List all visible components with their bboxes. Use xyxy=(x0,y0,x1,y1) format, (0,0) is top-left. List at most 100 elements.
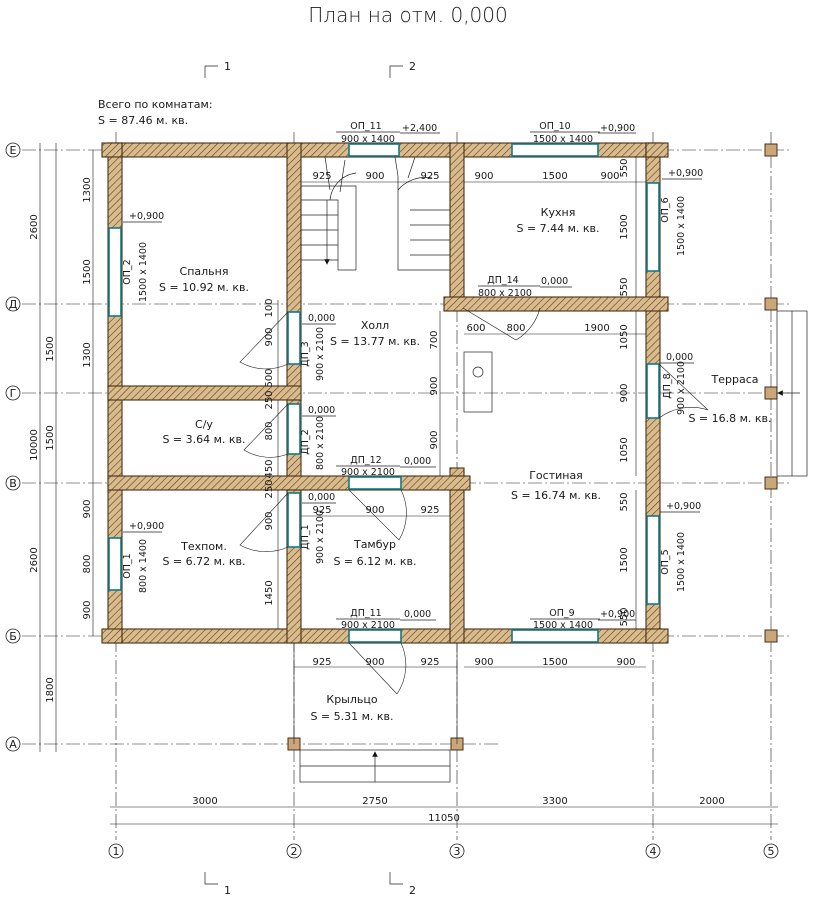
opening-size-dp2: 800 х 2100 xyxy=(315,416,326,470)
plan-title: План на отм. 0,000 xyxy=(308,3,507,27)
window-glazing xyxy=(108,143,660,643)
dim-hall-wall-3: 900 xyxy=(429,430,440,449)
opening-level-op2: +0,900 xyxy=(129,211,164,222)
dim-tambur-3: 925 xyxy=(420,505,439,516)
opening-mark-dp11: ДП_11 xyxy=(350,608,381,619)
dimension-lines xyxy=(39,143,778,825)
opening-mark-op11-top: ОП_11 xyxy=(350,121,381,132)
summary-label: Всего по комнатам: xyxy=(98,98,213,111)
axis-label-2: 2 xyxy=(291,845,298,858)
dim-door-wc-2: 800 xyxy=(264,421,275,440)
dim-stair-3: 925 xyxy=(420,171,439,182)
section-mark-2-bottom: 2 xyxy=(409,884,416,897)
dim-left-outer-3: 1500 xyxy=(45,425,56,450)
dim-kitchen-right-1: 550 xyxy=(619,158,630,177)
dim-left-inner-1: 1300 xyxy=(82,177,93,202)
opening-level-dp14: 0,000 xyxy=(541,276,568,287)
dim-left-inner-6: 900 xyxy=(82,600,93,619)
dimension-text: 3000 2750 3300 2000 11050 2600 1500 1500… xyxy=(29,158,725,824)
dim-hall-wall-1: 700 xyxy=(429,330,440,349)
axis-label-v: В xyxy=(9,477,17,490)
opening-mark-dp1: ДП_1 xyxy=(300,524,311,549)
opening-size-op5: 1500 х 1400 xyxy=(676,532,687,592)
dim-kitchen-top-1: 900 xyxy=(474,171,493,182)
dim-tambur-1: 925 xyxy=(312,505,331,516)
dim-left-inner-4: 900 xyxy=(82,499,93,518)
dim-living-right-lower-1: 550 xyxy=(619,492,630,511)
room-name-living: Гостиная xyxy=(529,469,583,482)
dim-left-outer-5: 1800 xyxy=(45,677,56,702)
room-name-tech: Техпом. xyxy=(180,540,227,553)
dim-stair-2: 900 xyxy=(365,171,384,182)
dim-door-tambur-2: 900 xyxy=(264,511,275,530)
summary-value: S = 87.46 м. кв. xyxy=(98,114,188,127)
opening-mark-op2: ОП_2 xyxy=(122,259,133,284)
dim-hall-under-kitchen-3: 1900 xyxy=(584,323,609,334)
dim-bottom-total: 11050 xyxy=(428,813,460,824)
dim-door-tambur-1: 250 xyxy=(264,479,275,498)
opening-mark-op1: ОП_1 xyxy=(122,553,133,578)
section-marks: 1 2 1 2 xyxy=(204,60,416,897)
room-area-porch: S = 5.31 м. кв. xyxy=(310,710,393,723)
steps xyxy=(299,310,808,783)
opening-level-op9: +0,900 xyxy=(600,609,635,620)
opening-mark-dp2: ДП_2 xyxy=(300,429,311,454)
room-name-vestibule: Тамбур xyxy=(353,538,396,551)
dim-left-outer-4: 2600 xyxy=(29,547,40,572)
room-area-vestibule: S = 6.12 м. кв. xyxy=(333,555,416,568)
dim-living-bottom-3: 900 xyxy=(616,657,635,668)
dim-stair-1: 925 xyxy=(312,171,331,182)
room-name-bedroom: Спальня xyxy=(180,265,229,278)
axis-label-1: 1 xyxy=(113,845,120,858)
stair xyxy=(301,156,450,271)
dim-kitchen-top-2: 1500 xyxy=(542,171,567,182)
room-labels: Спальня S = 10.92 м. кв. Холл S = 13.77 … xyxy=(159,206,772,723)
axis-label-4: 4 xyxy=(650,845,657,858)
opening-size-dp11: 900 х 2100 xyxy=(341,620,395,631)
dim-porch-3: 925 xyxy=(420,657,439,668)
dim-kitchen-top-3: 900 xyxy=(600,171,619,182)
room-name-porch: Крыльцо xyxy=(326,693,377,706)
room-name-terrace: Терраса xyxy=(711,373,759,386)
opening-size-dp3: 900 х 2100 xyxy=(315,327,326,381)
opening-level-dp11: 0,000 xyxy=(404,609,431,620)
dim-left-inner-2: 1500 xyxy=(82,259,93,284)
opening-level-dp2: 0,000 xyxy=(308,405,335,416)
room-area-kitchen: S = 7.44 м. кв. xyxy=(516,222,599,235)
dim-left-inner-3: 1300 xyxy=(82,342,93,367)
opening-size-dp12: 900 х 2100 xyxy=(341,467,395,478)
room-name-wc: С/у xyxy=(195,418,213,431)
axis-label-e: Е xyxy=(10,144,17,157)
opening-level-op1: +0,900 xyxy=(129,521,164,532)
opening-size-op6: 1500 х 1400 xyxy=(676,196,687,256)
dim-left-total: 10000 xyxy=(29,429,40,461)
opening-tags: ОП_11 900 х 1400 +2,400 ОП_10 1500 х 140… xyxy=(122,121,703,631)
room-area-bedroom: S = 10.92 м. кв. xyxy=(159,281,249,294)
section-mark-1-top: 1 xyxy=(224,60,231,73)
dim-door-wc-1: 250 xyxy=(264,390,275,409)
room-name-kitchen: Кухня xyxy=(541,206,576,219)
dim-bottom-span-4: 2000 xyxy=(699,796,724,807)
room-area-living: S = 16.74 м. кв. xyxy=(511,489,601,502)
room-area-wc: S = 3.64 м. кв. xyxy=(162,433,245,446)
opening-level-dp8: 0,000 xyxy=(666,352,693,363)
dim-kitchen-right-3: 550 xyxy=(619,277,630,296)
dim-left-outer-2: 1500 xyxy=(45,336,56,361)
dim-living-right-lower-3: 550 xyxy=(619,607,630,626)
axis-label-a: А xyxy=(9,738,17,751)
dim-left-outer-1: 2600 xyxy=(29,214,40,239)
axis-label-d: Д xyxy=(9,298,18,311)
dim-tech-lower: 1450 xyxy=(264,580,275,605)
dim-kitchen-right-2: 1500 xyxy=(619,214,630,239)
opening-size-dp1: 900 х 2100 xyxy=(315,510,326,564)
opening-level-dp1: 0,000 xyxy=(308,492,335,503)
axis-label-5: 5 xyxy=(768,845,775,858)
door-swings xyxy=(239,307,709,695)
opening-mark-dp14: ДП_14 xyxy=(487,275,518,286)
opening-size-dp8: 900 х 2100 xyxy=(676,361,687,415)
opening-size-op11-top: 900 х 1400 xyxy=(341,134,395,145)
dim-living-right-lower-2: 1500 xyxy=(619,547,630,572)
dim-bottom-span-1: 3000 xyxy=(192,796,217,807)
dim-porch-2: 900 xyxy=(365,657,384,668)
